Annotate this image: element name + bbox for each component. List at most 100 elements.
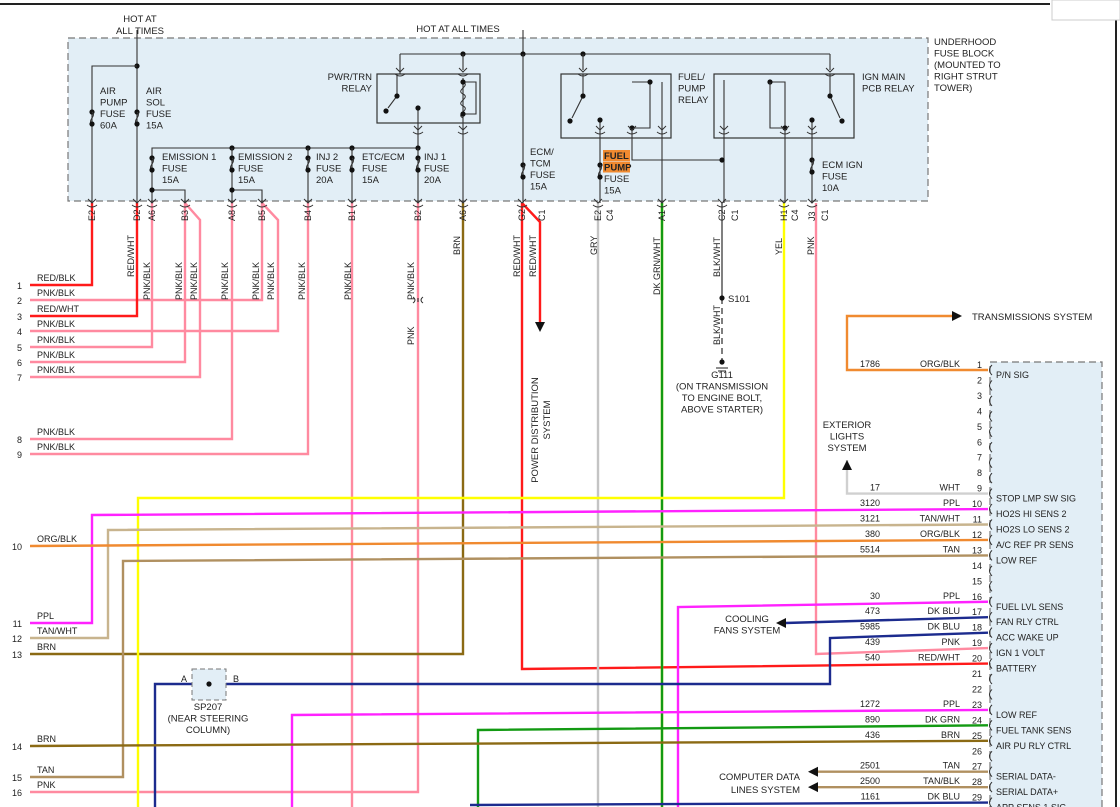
wire-red-wht	[520, 203, 989, 671]
pin-function-label: IGN 1 VOLT	[996, 648, 1045, 658]
left-wire-color: RED/WHT	[37, 304, 79, 314]
left-wire-color: BRN	[37, 642, 56, 652]
wire-pnk-blk	[30, 203, 234, 441]
fuse-label: FUSE	[316, 164, 341, 175]
ground-g111-label: TO ENGINE BOLT,	[682, 393, 762, 404]
air-pump-feed	[91, 65, 137, 203]
wire-red-blk	[30, 203, 94, 287]
wire-color-label: RED/WHT	[528, 235, 538, 277]
right-wire-color: TAN	[943, 544, 960, 554]
wire-color-label: PNK	[406, 326, 416, 345]
connector-pin-icon	[457, 198, 469, 208]
left-pin-number: 7	[17, 373, 22, 383]
connector-pin-icon	[577, 67, 589, 77]
junction-dot	[460, 111, 466, 117]
right-wire-color: ORG/BLK	[920, 359, 960, 369]
wire-ppl	[290, 708, 989, 807]
junction-dot	[839, 118, 845, 124]
connector-pin-icon	[131, 198, 143, 208]
fuse-label: FUSE	[530, 170, 555, 181]
wire-dk-blu	[153, 631, 989, 807]
pin-label: G2	[517, 209, 527, 221]
circuit-number: 30	[870, 591, 880, 601]
connector-pin-icon	[806, 125, 818, 135]
circuit-number: 5514	[860, 544, 880, 554]
connector-pin-icon	[989, 719, 993, 731]
circuit-number: 5985	[860, 622, 880, 632]
junction-dot	[460, 79, 466, 85]
right-wire-color: WHT	[940, 483, 961, 493]
splice-s101-label: S101	[728, 294, 750, 305]
pin-label: B5	[257, 210, 267, 221]
right-pin-number: 27	[972, 762, 982, 772]
left-pin-number: 14	[12, 742, 22, 752]
fuse-label: 60A	[100, 121, 118, 132]
splice-sp207-label: COLUMN)	[186, 725, 230, 736]
junction-dot	[597, 174, 603, 180]
circuit-number: 473	[865, 606, 880, 616]
connector-pin-icon	[256, 198, 268, 208]
pin-label: C1	[820, 209, 830, 221]
right-pin-number: 6	[977, 437, 982, 447]
fuse-label: 15A	[362, 175, 380, 186]
left-wire-color: BRN	[37, 734, 56, 744]
relay-label: IGN MAIN	[862, 72, 905, 83]
left-pin-number: 4	[17, 327, 22, 337]
label: ALL TIMES	[116, 26, 164, 37]
wire-yel	[136, 203, 786, 807]
junction-dot	[415, 105, 421, 111]
left-wire-color: PNK/BLK	[37, 350, 75, 360]
label: HOT AT ALL TIMES	[416, 24, 499, 35]
highlight	[603, 161, 630, 173]
arrow-left-icon	[808, 782, 818, 793]
pin-label: C4	[605, 209, 615, 221]
ecm-connector-block	[989, 361, 1103, 807]
pin-function-label: ACC WAKE UP	[996, 633, 1059, 643]
connector-pin-icon	[989, 642, 993, 654]
circuit-number: 890	[865, 714, 880, 724]
right-pin-number: 5	[977, 422, 982, 432]
left-wire-color: PPL	[37, 611, 54, 621]
connector-pin-icon	[989, 503, 993, 515]
circuit-number: 439	[865, 637, 880, 647]
line	[152, 189, 186, 203]
connector-pin-icon	[989, 426, 993, 438]
connector-pin-icon	[989, 689, 993, 700]
line	[769, 82, 785, 129]
left-wire-color: PNK/BLK	[37, 427, 75, 437]
wire-color-label: PNK/BLK	[220, 262, 230, 300]
exterior-lights-system-link: SYSTEM	[827, 443, 866, 454]
right-pin-number: 9	[977, 484, 982, 494]
junction-dot	[149, 167, 155, 173]
fuse-label: FUEL	[604, 151, 629, 162]
circuit-number: 436	[865, 730, 880, 740]
fuse-label: FUSE	[424, 164, 449, 175]
right-pin-number: 2	[977, 375, 982, 385]
fuse-label: AIR	[146, 86, 162, 97]
connector-pin-icon	[824, 67, 836, 77]
right-pin-number: 14	[972, 561, 982, 571]
left-pin-number: 16	[12, 788, 22, 798]
connector-pin-icon	[718, 125, 730, 135]
pin-function-label: A/C REF PR SENS	[996, 540, 1074, 550]
fuse-label: SOL	[146, 98, 165, 109]
circuit-number: 3120	[860, 498, 880, 508]
connector-pin-icon	[989, 410, 993, 422]
right-wire-color: TAN/WHT	[920, 514, 961, 524]
right-wire-color: ORG/BLK	[920, 529, 960, 539]
wire-color-label: PNK/BLK	[266, 262, 276, 300]
pin-label: A8	[227, 210, 237, 221]
pin-label: J3	[807, 211, 817, 221]
junction-dot	[520, 174, 526, 180]
fuse-label: FUSE	[604, 174, 629, 185]
right-pin-number: 16	[972, 592, 982, 602]
wire-org-blk	[29, 538, 989, 548]
connector-pin-icon	[989, 395, 993, 407]
arrow-left-icon	[808, 766, 818, 777]
wire-brn	[30, 203, 465, 656]
right-pin-number: 1	[977, 360, 982, 370]
left-pin-number: 3	[17, 312, 22, 322]
line	[463, 81, 477, 115]
wire-pnk-blk	[30, 203, 264, 302]
